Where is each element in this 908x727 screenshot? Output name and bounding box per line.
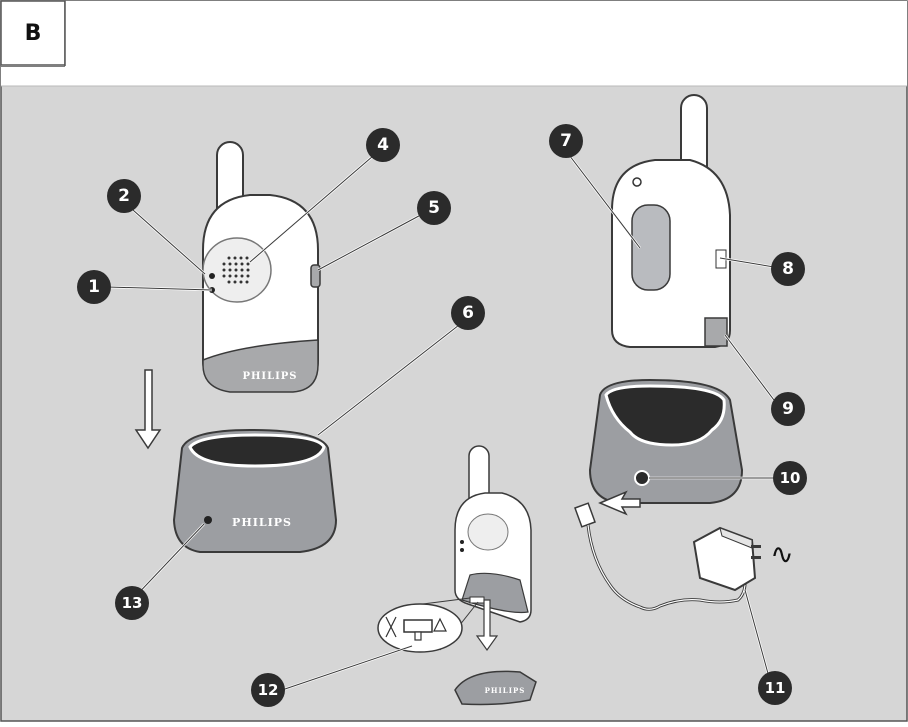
svg-text:12: 12 bbox=[258, 681, 279, 699]
panel-header-white-left bbox=[1, 65, 65, 86]
inset-switch-knob bbox=[415, 632, 421, 640]
svg-text:11: 11 bbox=[765, 679, 786, 697]
brand-label-cover: PHILIPS bbox=[485, 686, 526, 695]
svg-text:5: 5 bbox=[428, 198, 440, 218]
battery-cover-corner bbox=[705, 318, 727, 346]
charger-base-front: PHILIPS bbox=[174, 430, 336, 552]
callout-8: 8 bbox=[771, 252, 805, 286]
callout-1: 1 bbox=[77, 270, 111, 304]
callout-7: 7 bbox=[549, 124, 583, 158]
adapter-prong-1 bbox=[751, 545, 761, 548]
svg-text:13: 13 bbox=[122, 594, 143, 612]
callout-6: 6 bbox=[451, 296, 485, 330]
callout-2: 2 bbox=[107, 179, 141, 213]
svg-text:9: 9 bbox=[782, 399, 794, 419]
svg-text:10: 10 bbox=[780, 469, 801, 487]
mode-switch bbox=[470, 597, 484, 603]
panel-header-white bbox=[65, 1, 907, 86]
inset-switch-slot bbox=[404, 620, 432, 632]
callout-9: 9 bbox=[771, 392, 805, 426]
base-indicator bbox=[204, 516, 212, 524]
svg-text:7: 7 bbox=[560, 131, 572, 151]
belt-clip bbox=[632, 205, 670, 290]
indicator-light-upper bbox=[209, 273, 215, 279]
svg-text:4: 4 bbox=[377, 135, 389, 155]
svg-text:2: 2 bbox=[118, 186, 130, 206]
callout-11: 11 bbox=[758, 671, 792, 705]
small-speaker bbox=[468, 514, 508, 550]
screw bbox=[633, 178, 641, 186]
callout-12: 12 bbox=[251, 673, 285, 707]
brand-label-unit: PHILIPS bbox=[242, 371, 297, 382]
svg-text:1: 1 bbox=[88, 277, 100, 297]
brand-label-base: PHILIPS bbox=[232, 516, 292, 529]
power-socket bbox=[635, 471, 649, 485]
callout-4: 4 bbox=[366, 128, 400, 162]
callout-5: 5 bbox=[417, 191, 451, 225]
ac-symbol: ∿ bbox=[770, 538, 793, 571]
callout-13: 13 bbox=[115, 586, 149, 620]
svg-text:6: 6 bbox=[462, 303, 474, 323]
adapter-prong-2 bbox=[751, 556, 761, 559]
svg-text:8: 8 bbox=[782, 259, 794, 279]
panel-letter: B bbox=[1, 1, 65, 65]
callout-10: 10 bbox=[773, 461, 807, 495]
base-slot bbox=[190, 435, 324, 466]
charger-base-back bbox=[590, 380, 742, 503]
